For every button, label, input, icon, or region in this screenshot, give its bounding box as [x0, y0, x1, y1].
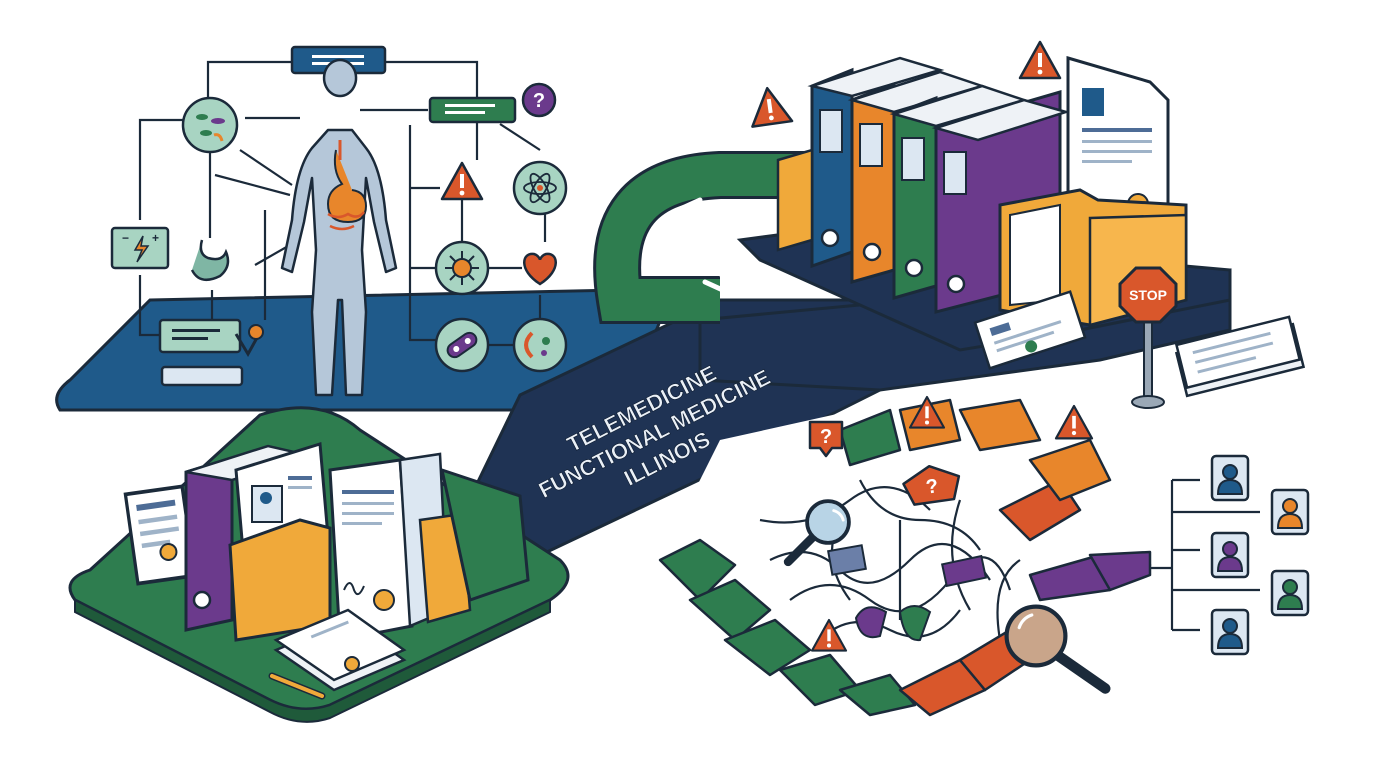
atom-icon	[512, 160, 568, 216]
battery-icon: − +	[110, 226, 170, 270]
stop-sign-icon: STOP	[1118, 266, 1178, 409]
green-track-top	[593, 151, 860, 324]
human-body-icon	[280, 58, 398, 397]
people-tree-connectors	[1150, 478, 1260, 632]
folder-bl	[228, 518, 332, 642]
binder-orange	[847, 70, 987, 284]
microbiome-icon	[181, 96, 239, 154]
chevron-track	[658, 398, 1152, 717]
magnifying-glass-icon	[1004, 604, 1111, 694]
question-bubble-icon: ?	[902, 464, 961, 506]
certificate-large	[1066, 55, 1170, 232]
person-avatar-icon	[1210, 531, 1250, 579]
warning-triangle-icon	[746, 84, 794, 128]
flow-right-box	[428, 96, 517, 124]
cell-icon	[512, 317, 568, 373]
person-avatar-icon	[1270, 488, 1310, 536]
warning-triangle-icon	[1018, 40, 1062, 80]
arrow-left-icon	[675, 197, 703, 223]
person-avatar-icon	[1210, 608, 1250, 656]
svg-text:+: +	[152, 231, 159, 245]
svg-text:?: ?	[925, 475, 940, 498]
warning-triangle-icon	[440, 161, 484, 201]
person-avatar-icon	[1210, 454, 1250, 502]
file-stack-bl	[398, 452, 530, 628]
document-on-platform	[973, 290, 1087, 370]
pencil-icon	[268, 672, 326, 700]
stop-sign-label: STOP	[1129, 287, 1167, 303]
paper-stack	[1174, 315, 1306, 398]
virus-icon	[434, 240, 490, 296]
stethoscope-icon	[234, 324, 264, 357]
dna-chain-icon	[434, 317, 490, 373]
flow-diagram	[138, 60, 547, 347]
arrow-right-icon	[702, 269, 730, 295]
binder-purple-bl	[184, 444, 317, 632]
document-left-bl	[123, 484, 197, 586]
person-avatar-icon	[1270, 569, 1310, 617]
heart-icon	[523, 252, 557, 286]
stomach-icon	[190, 239, 230, 282]
question-bubble-icon: ?	[521, 82, 557, 118]
certificate-stack-bl	[273, 608, 407, 692]
flow-doc-card	[158, 318, 244, 387]
maze-tiles	[827, 544, 988, 642]
svg-text:−: −	[122, 231, 129, 245]
warning-triangle-icon	[1054, 404, 1094, 440]
svg-text:?: ?	[533, 90, 545, 112]
folder-left-small	[776, 148, 814, 252]
